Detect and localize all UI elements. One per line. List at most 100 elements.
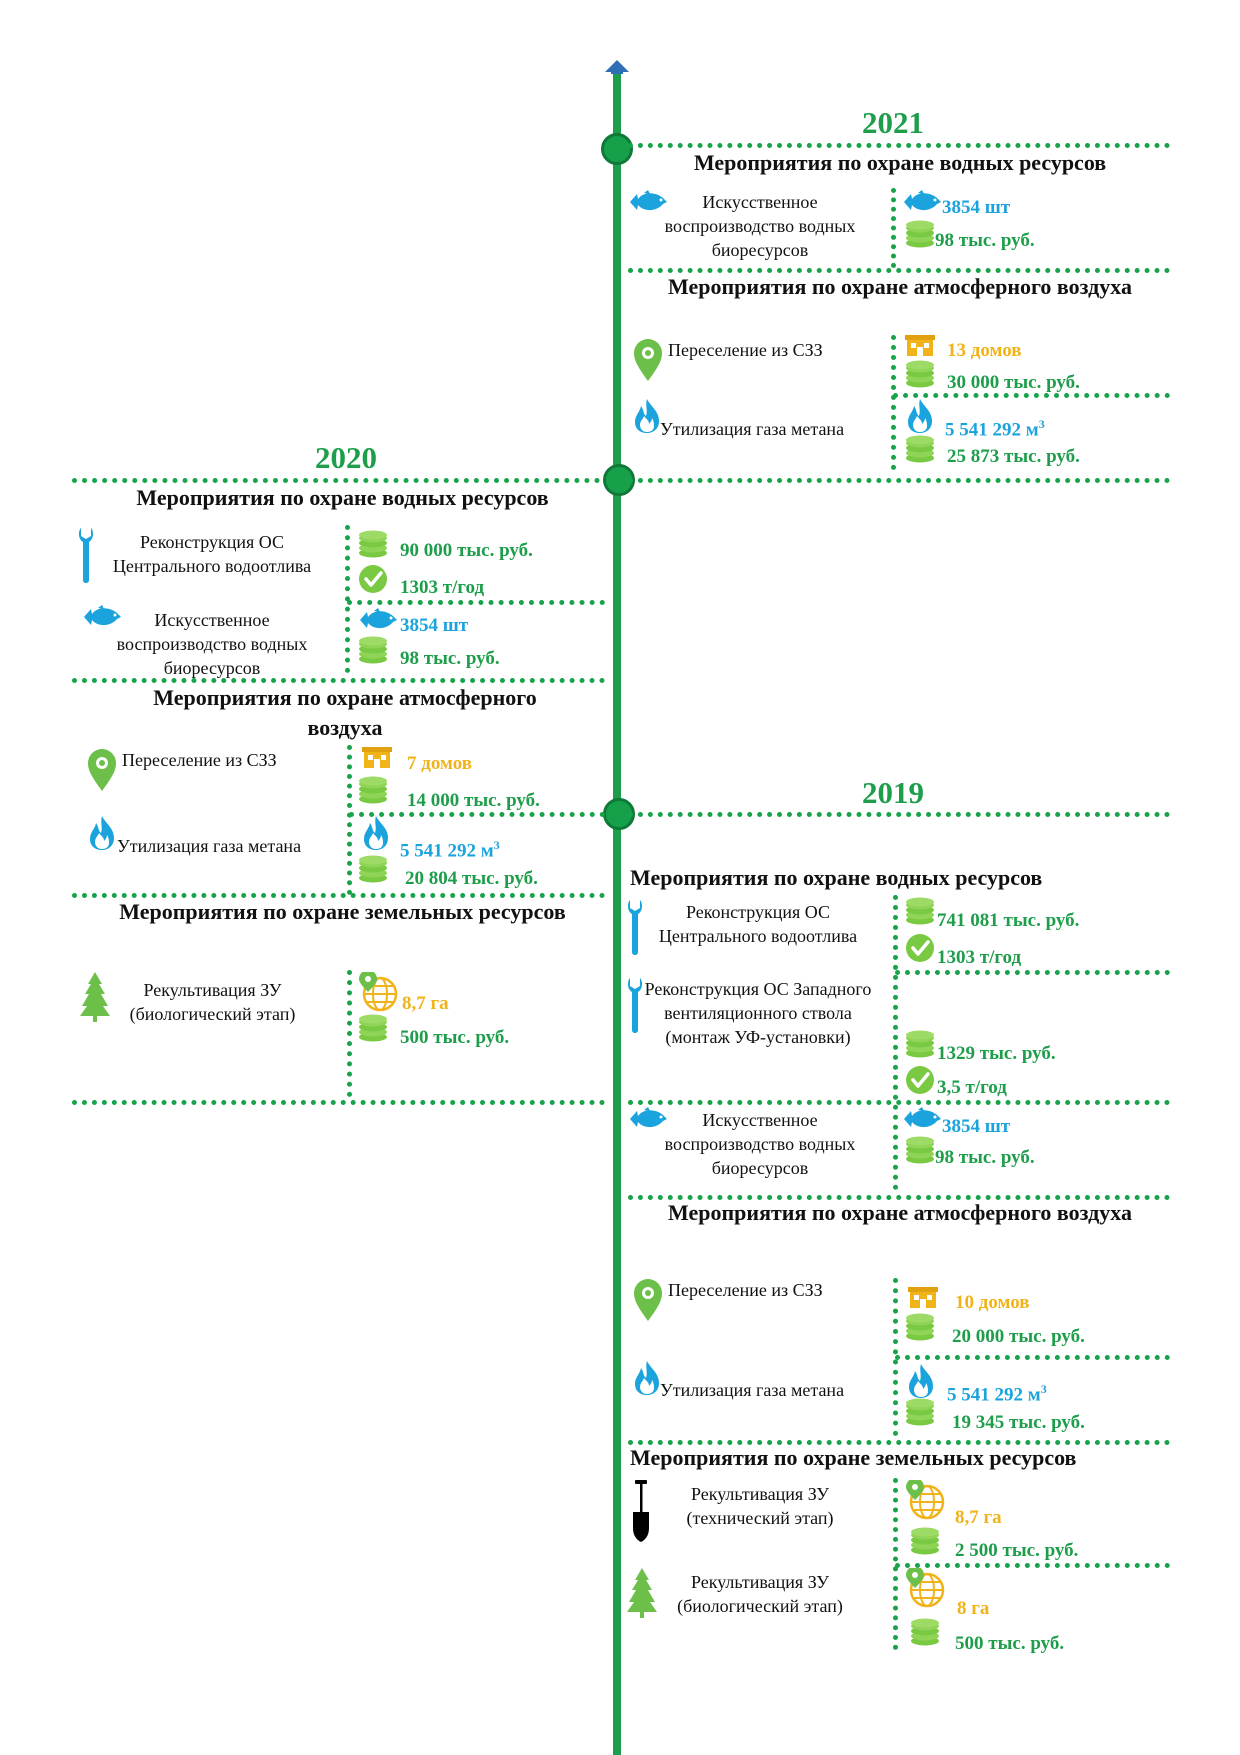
value-fish-count-2019: 3854 шт — [942, 1116, 1011, 1137]
item-fish-2019: Искусственное воспроизводство водных био… — [664, 1110, 856, 1178]
divider — [72, 478, 600, 483]
coins-icon — [905, 1313, 935, 1341]
item-methane-2021: Утилизация газа метана — [660, 419, 845, 439]
fish-icon — [358, 608, 398, 632]
value-houses-2020: 7 домов — [407, 753, 472, 774]
divider — [628, 478, 1170, 483]
divider — [628, 268, 1170, 273]
divider — [72, 1100, 605, 1105]
timeline-node-2020 — [603, 464, 635, 496]
house-icon — [905, 335, 935, 357]
value-methane-volume-2020: 5 541 292 м3 — [400, 838, 500, 862]
globe-pin-icon — [358, 972, 398, 1012]
divider — [895, 1563, 1170, 1568]
divider — [628, 1100, 1170, 1105]
item-bio-2019: Рекультивация ЗУ (биологический этап) — [677, 1572, 843, 1616]
flame-icon — [86, 815, 118, 851]
globe-pin-icon — [905, 1480, 945, 1520]
timeline-line — [613, 68, 621, 1755]
coins-icon — [910, 1618, 940, 1646]
value-houses-2019: 10 домов — [955, 1292, 1030, 1313]
value-resettle-cost-2020: 14 000 тыс. руб. — [407, 790, 540, 811]
section-title-air-2021: Мероприятия по охране атмосферного возду… — [668, 274, 1132, 299]
flame-icon — [905, 1363, 937, 1399]
fish-icon — [902, 190, 942, 214]
arrow-up-icon — [605, 60, 629, 79]
divider — [891, 335, 896, 470]
location-pin-icon — [87, 748, 117, 792]
divider — [628, 1195, 1170, 1200]
coins-icon — [905, 1398, 935, 1426]
value-recon2-effect-2019: 3,5 т/год — [937, 1077, 1007, 1098]
section-title-water-2019: Мероприятия по охране водных ресурсов — [630, 865, 1043, 890]
divider — [347, 600, 605, 605]
divider — [349, 812, 605, 817]
item-fish-2020: Искусственное воспроизводство водных био… — [116, 610, 308, 678]
tree-icon — [80, 972, 110, 1022]
check-icon — [905, 933, 935, 963]
coins-icon — [358, 636, 388, 664]
section-title-land-2020: Мероприятия по охране земельных ресурсов — [119, 899, 566, 924]
divider — [347, 970, 352, 1097]
value-bio-cost-2020: 500 тыс. руб. — [400, 1027, 510, 1048]
value-methane-cost-2021: 25 873 тыс. руб. — [947, 446, 1080, 467]
item-recon1-2019: Реконструкция ОС Центрального водоотлива — [658, 902, 858, 946]
divider — [893, 895, 898, 1190]
value-houses-2021: 13 домов — [947, 340, 1022, 361]
coins-icon — [905, 435, 935, 463]
item-resettle-2019: Переселение из СЗЗ — [668, 1280, 823, 1300]
divider — [628, 812, 1170, 817]
year-2020: 2020 — [315, 440, 377, 475]
shovel-icon — [632, 1480, 650, 1542]
divider — [345, 525, 350, 673]
value-methane-cost-2019: 19 345 тыс. руб. — [952, 1412, 1085, 1433]
flame-icon — [631, 398, 663, 434]
divider — [891, 188, 896, 268]
value-fish-count-2020: 3854 шт — [400, 615, 469, 636]
value-resettle-cost-2019: 20 000 тыс. руб. — [952, 1326, 1085, 1347]
check-icon — [358, 564, 388, 594]
value-area-tech-2019: 8,7 га — [955, 1507, 1002, 1528]
coins-icon — [905, 1030, 935, 1058]
timeline-node-2021 — [601, 133, 633, 165]
flame-icon — [904, 398, 936, 434]
coins-icon — [905, 360, 935, 388]
item-fish-2021: Искусственное воспроизводство водных био… — [664, 192, 856, 260]
divider — [895, 970, 1170, 975]
value-bio-cost-2019: 500 тыс. руб. — [955, 1633, 1065, 1654]
divider — [628, 1440, 1170, 1445]
section-title-land-2019: Мероприятия по охране земельных ресурсов — [630, 1445, 1077, 1470]
item-methane-2019: Утилизация газа метана — [660, 1380, 845, 1400]
divider — [628, 143, 1170, 148]
item-bio-2020: Рекультивация ЗУ (биологический этап) — [129, 980, 296, 1024]
flame-icon — [360, 815, 392, 851]
coins-icon — [358, 530, 388, 558]
item-recon-2020: Реконструкция ОС Центрального водоотлива — [112, 532, 312, 576]
value-recon1-effect-2019: 1303 т/год — [937, 947, 1022, 968]
section-title-water-2020: Мероприятия по охране водных ресурсов — [136, 485, 549, 510]
tree-icon — [627, 1568, 657, 1618]
section-title-air-2019: Мероприятия по охране атмосферного возду… — [668, 1200, 1132, 1225]
item-recon2-2019: Реконструкция ОС Западного вентиляционно… — [644, 979, 872, 1047]
house-icon — [908, 1287, 938, 1309]
value-fish-cost-2020: 98 тыс. руб. — [400, 648, 500, 669]
value-area-bio-2019: 8 га — [957, 1598, 990, 1619]
value-tech-cost-2019: 2 500 тыс. руб. — [955, 1540, 1079, 1561]
divider — [72, 893, 605, 898]
value-fish-count-2021: 3854 шт — [942, 197, 1011, 218]
value-recon-cost-2020: 90 000 тыс. руб. — [400, 540, 533, 561]
item-resettle-2020: Переселение из СЗЗ — [122, 750, 277, 770]
check-icon — [905, 1065, 935, 1095]
location-pin-icon — [633, 338, 663, 382]
value-methane-volume-2021: 5 541 292 м3 — [945, 417, 1045, 441]
value-methane-volume-2019: 5 541 292 м3 — [947, 1382, 1047, 1406]
year-2021: 2021 — [862, 105, 924, 140]
value-resettle-cost-2021: 30 000 тыс. руб. — [947, 372, 1080, 393]
coins-icon — [358, 855, 388, 883]
value-fish-cost-2021: 98 тыс. руб. — [935, 230, 1035, 251]
coins-icon — [905, 220, 935, 248]
section-title-water-2021: Мероприятия по охране водных ресурсов — [693, 150, 1107, 175]
year-2019: 2019 — [862, 775, 924, 810]
coins-icon — [358, 776, 388, 804]
item-tech-2019: Рекультивация ЗУ (технический этап) — [686, 1484, 834, 1528]
